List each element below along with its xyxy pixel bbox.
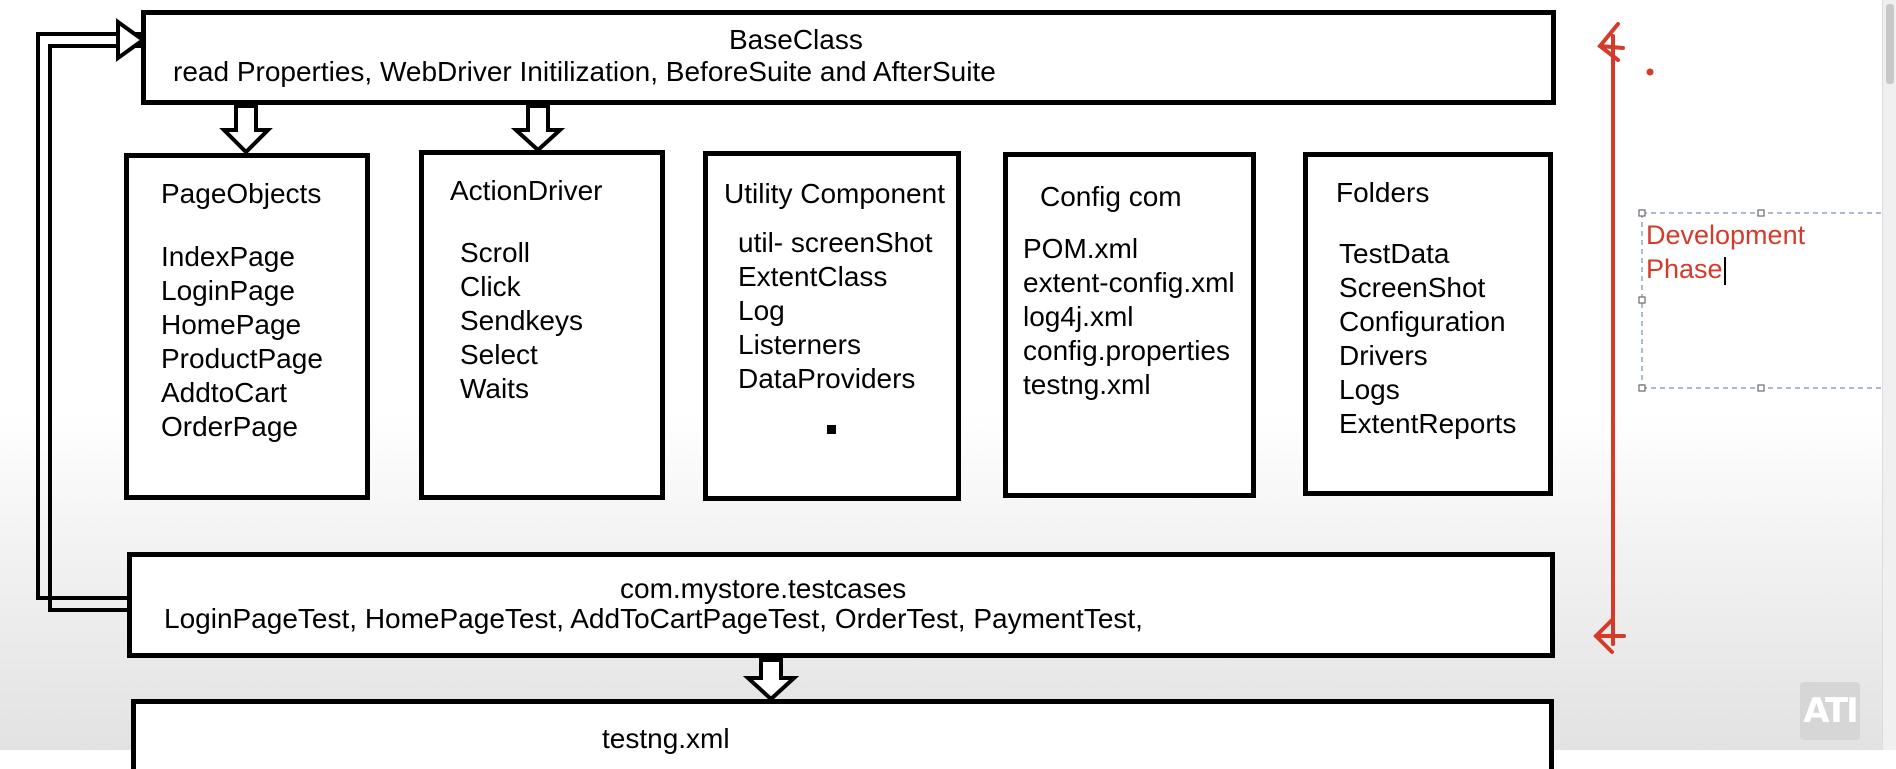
list-item: config.properties	[1023, 335, 1231, 366]
list-item: DataProviders	[738, 363, 916, 394]
list-item: Listerners	[738, 329, 861, 360]
utility-component-box: Utility Component util- screenShot Exten…	[703, 151, 961, 501]
config-com-title: Config com	[1040, 181, 1182, 212]
action-driver-list: Scroll Click Sendkeys Select Waits	[460, 236, 583, 406]
base-class-box: BaseClass read Properties, WebDriver Ini…	[141, 10, 1556, 105]
list-item: Select	[460, 339, 538, 370]
annotation-line-2: Phase	[1646, 254, 1723, 284]
list-item: LoginPage	[161, 275, 295, 306]
down-arrow-page-objects	[219, 104, 273, 155]
annotation-line-1: Development	[1646, 220, 1806, 250]
list-item: POM.xml	[1023, 233, 1139, 264]
ati-logo: ATI	[1800, 682, 1860, 740]
list-item: Scroll	[460, 237, 531, 268]
text-cursor	[1723, 256, 1726, 285]
development-phase-bracket	[1593, 22, 1626, 654]
utility-component-list: util- screenShot ExtentClass Log Listern…	[738, 226, 933, 396]
page-objects-list: IndexPage LoginPage HomePage ProductPage…	[161, 240, 323, 444]
feedback-arrow	[36, 32, 141, 612]
selection-handles	[1638, 209, 1765, 392]
testng-title: testng.xml	[602, 723, 730, 754]
list-item: Logs	[1339, 374, 1400, 405]
list-item: ExtentClass	[738, 261, 888, 292]
list-item: OrderPage	[161, 411, 298, 442]
list-item: Configuration	[1339, 306, 1506, 337]
testcases-title: com.mystore.testcases	[620, 573, 907, 604]
list-item: HomePage	[161, 309, 302, 340]
list-item: Drivers	[1339, 340, 1428, 371]
testcases-description: LoginPageTest, HomePageTest, AddToCartPa…	[164, 603, 1143, 634]
red-dot	[1646, 68, 1654, 76]
list-item: Waits	[460, 373, 529, 404]
list-item: ProductPage	[161, 343, 323, 374]
utility-component-title: Utility Component	[724, 178, 945, 209]
feedback-arrowhead	[116, 18, 147, 62]
config-com-list: POM.xml extent-config.xml log4j.xml conf…	[1023, 232, 1235, 402]
connector-arrows	[36, 18, 1882, 702]
config-com-box: Config com POM.xml extent-config.xml log…	[1003, 152, 1256, 498]
folders-list: TestData ScreenShot Configuration Driver…	[1339, 237, 1516, 441]
list-item: IndexPage	[161, 241, 295, 272]
list-item: AddtoCart	[161, 377, 288, 408]
list-item: extent-config.xml	[1023, 267, 1235, 298]
page-objects-box: PageObjects IndexPage LoginPage HomePage…	[124, 153, 370, 500]
list-item: TestData	[1339, 238, 1450, 269]
base-class-title: BaseClass	[729, 24, 863, 55]
action-driver-title: ActionDriver	[450, 175, 603, 206]
list-item: Click	[460, 271, 521, 302]
list-item: Sendkeys	[460, 305, 583, 336]
list-item: util- screenShot	[738, 227, 933, 258]
down-arrow-testng	[742, 658, 800, 702]
list-item: log4j.xml	[1023, 301, 1134, 332]
down-arrow-action-driver	[510, 104, 566, 153]
action-driver-box: ActionDriver Scroll Click Sendkeys Selec…	[419, 150, 665, 500]
list-item: ScreenShot	[1339, 272, 1486, 303]
page-objects-title: PageObjects	[161, 178, 322, 209]
list-item: Log	[738, 295, 785, 326]
testcases-box: com.mystore.testcases LoginPageTest, Hom…	[127, 552, 1555, 658]
folders-title: Folders	[1336, 177, 1430, 208]
vertical-scrollbar[interactable]	[1882, 0, 1896, 750]
list-item: testng.xml	[1023, 369, 1151, 400]
folders-box: Folders TestData ScreenShot Configuratio…	[1303, 152, 1553, 496]
development-phase-label[interactable]: Development Phase	[1646, 218, 1805, 286]
scrollbar-thumb[interactable]	[1886, 4, 1894, 84]
list-item: ExtentReports	[1339, 408, 1517, 439]
bullet-marker	[827, 425, 836, 434]
base-class-description: read Properties, WebDriver Initilization…	[173, 56, 996, 87]
